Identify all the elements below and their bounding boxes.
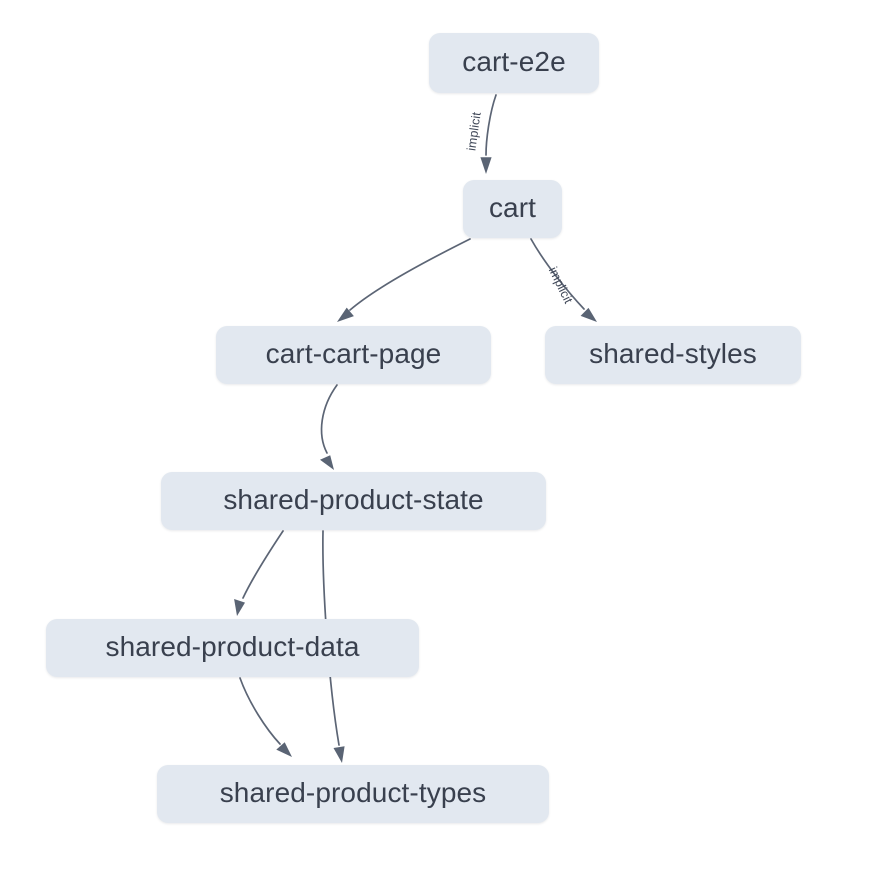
edge-path [242, 530, 284, 599]
arrowhead-icon [480, 157, 492, 174]
arrowhead-icon [234, 599, 245, 616]
edge-path [485, 94, 497, 156]
arrowhead-icon [320, 455, 334, 470]
edge-cart-e2e-to-cart: implicit [464, 94, 497, 174]
node-cart-e2e[interactable]: cart-e2e [429, 33, 599, 93]
node-label: cart-e2e [462, 46, 566, 77]
node-label: shared-product-types [219, 777, 487, 808]
edge-cart-cart-page-to-shared-product-state [320, 384, 338, 470]
edge-path [349, 238, 471, 311]
edge-cart-to-shared-styles: implicit [530, 238, 597, 322]
node-label: cart-cart-page [265, 338, 442, 369]
node-shared-product-state[interactable]: shared-product-state [161, 472, 546, 530]
edge-path [530, 238, 585, 310]
arrowhead-icon [276, 742, 292, 757]
edge-label-implicit-1: implicit [464, 111, 483, 152]
arrowhead-icon [337, 307, 354, 322]
node-shared-product-data[interactable]: shared-product-data [46, 619, 419, 677]
edge-cart-to-cart-cart-page [337, 238, 471, 322]
edge-shared-product-state-to-shared-product-data [234, 530, 284, 616]
node-label: cart [488, 192, 537, 223]
edge-path [320, 384, 338, 454]
node-cart[interactable]: cart [463, 180, 562, 238]
node-label: shared-product-state [223, 484, 484, 515]
node-label: shared-styles [589, 338, 757, 369]
arrowhead-icon [580, 307, 597, 322]
node-shared-styles[interactable]: shared-styles [545, 326, 801, 384]
node-shared-product-types[interactable]: shared-product-types [157, 765, 549, 823]
edge-shared-product-data-to-shared-product-types [239, 677, 292, 757]
edge-path [239, 677, 281, 745]
edge-label-implicit-2: implicit [546, 265, 576, 307]
node-label: shared-product-data [105, 631, 360, 662]
node-cart-cart-page[interactable]: cart-cart-page [216, 326, 491, 384]
arrowhead-icon [333, 746, 345, 763]
